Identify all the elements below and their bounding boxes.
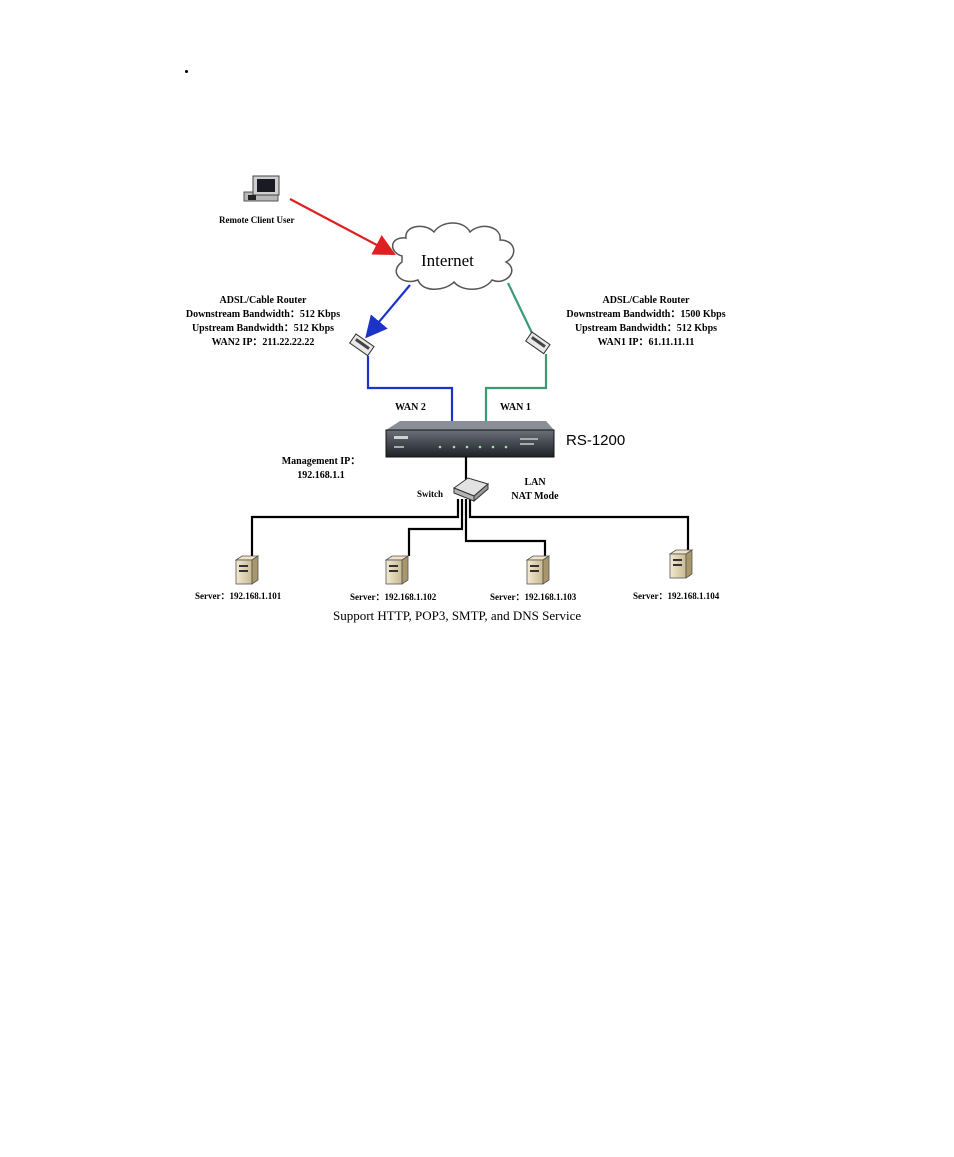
- router-right-downstream: Downstream Bandwidth：1500 Kbps: [566, 309, 726, 320]
- router-left-icon: [348, 333, 375, 357]
- internet-label: Internet: [421, 251, 474, 270]
- server-label: Server：192.168.1.103: [490, 592, 577, 602]
- lan-info: LAN NAT Mode: [500, 476, 570, 504]
- switch-label: Switch: [417, 489, 444, 499]
- remote-client-label: Remote Client User: [219, 215, 295, 225]
- wan1-link: [484, 354, 548, 424]
- nat-mode-label: NAT Mode: [511, 491, 559, 502]
- caption: Support HTTP, POP3, SMTP, and DNS Servic…: [333, 608, 582, 623]
- management-ip-label: Management IP：: [281, 456, 361, 467]
- router-right-upstream: Upstream Bandwidth：512 Kbps: [574, 323, 718, 334]
- router-right-icon: [524, 331, 551, 355]
- device-name-label: RS-1200: [566, 432, 626, 449]
- wan1-label: WAN 1: [500, 402, 531, 413]
- server-label: Server：192.168.1.104: [633, 591, 720, 601]
- wan2-upstream-link: [365, 284, 411, 339]
- server-icon: [234, 555, 260, 585]
- server-icon: [384, 555, 410, 585]
- router-left-downstream: Downstream Bandwidth：512 Kbps: [185, 309, 341, 320]
- router-left-info: ADSL/Cable Router Downstream Bandwidth：5…: [168, 294, 358, 350]
- server-label: Server：192.168.1.101: [195, 591, 282, 601]
- management-ip-value: 192.168.1.1: [297, 470, 345, 481]
- lan-label: LAN: [524, 477, 546, 488]
- wan1-upstream-link: [507, 282, 533, 334]
- wan2-link: [366, 356, 454, 424]
- switch-icon: [452, 477, 490, 503]
- computer-icon: [243, 175, 280, 202]
- router-left-title: ADSL/Cable Router: [219, 295, 307, 306]
- wan2-label: WAN 2: [395, 402, 426, 413]
- router-right-info: ADSL/Cable Router Downstream Bandwidth：1…: [546, 294, 746, 350]
- router-right-title: ADSL/Cable Router: [602, 295, 690, 306]
- lan-cabling: [250, 456, 690, 556]
- router-left-upstream: Upstream Bandwidth：512 Kbps: [191, 323, 335, 334]
- router-right-ip: WAN1 IP：61.11.11.11: [597, 337, 695, 348]
- management-ip-info: Management IP： 192.168.1.1: [266, 455, 376, 483]
- rs1200-device-icon: [385, 421, 555, 458]
- remote-link: [289, 198, 396, 256]
- router-left-ip: WAN2 IP：211.22.22.22: [211, 337, 315, 348]
- server-label: Server：192.168.1.102: [350, 592, 437, 602]
- server-icon: [668, 549, 694, 579]
- server-icon: [525, 555, 551, 585]
- internet-cloud-icon: [392, 222, 515, 290]
- bullet-point: [185, 70, 188, 73]
